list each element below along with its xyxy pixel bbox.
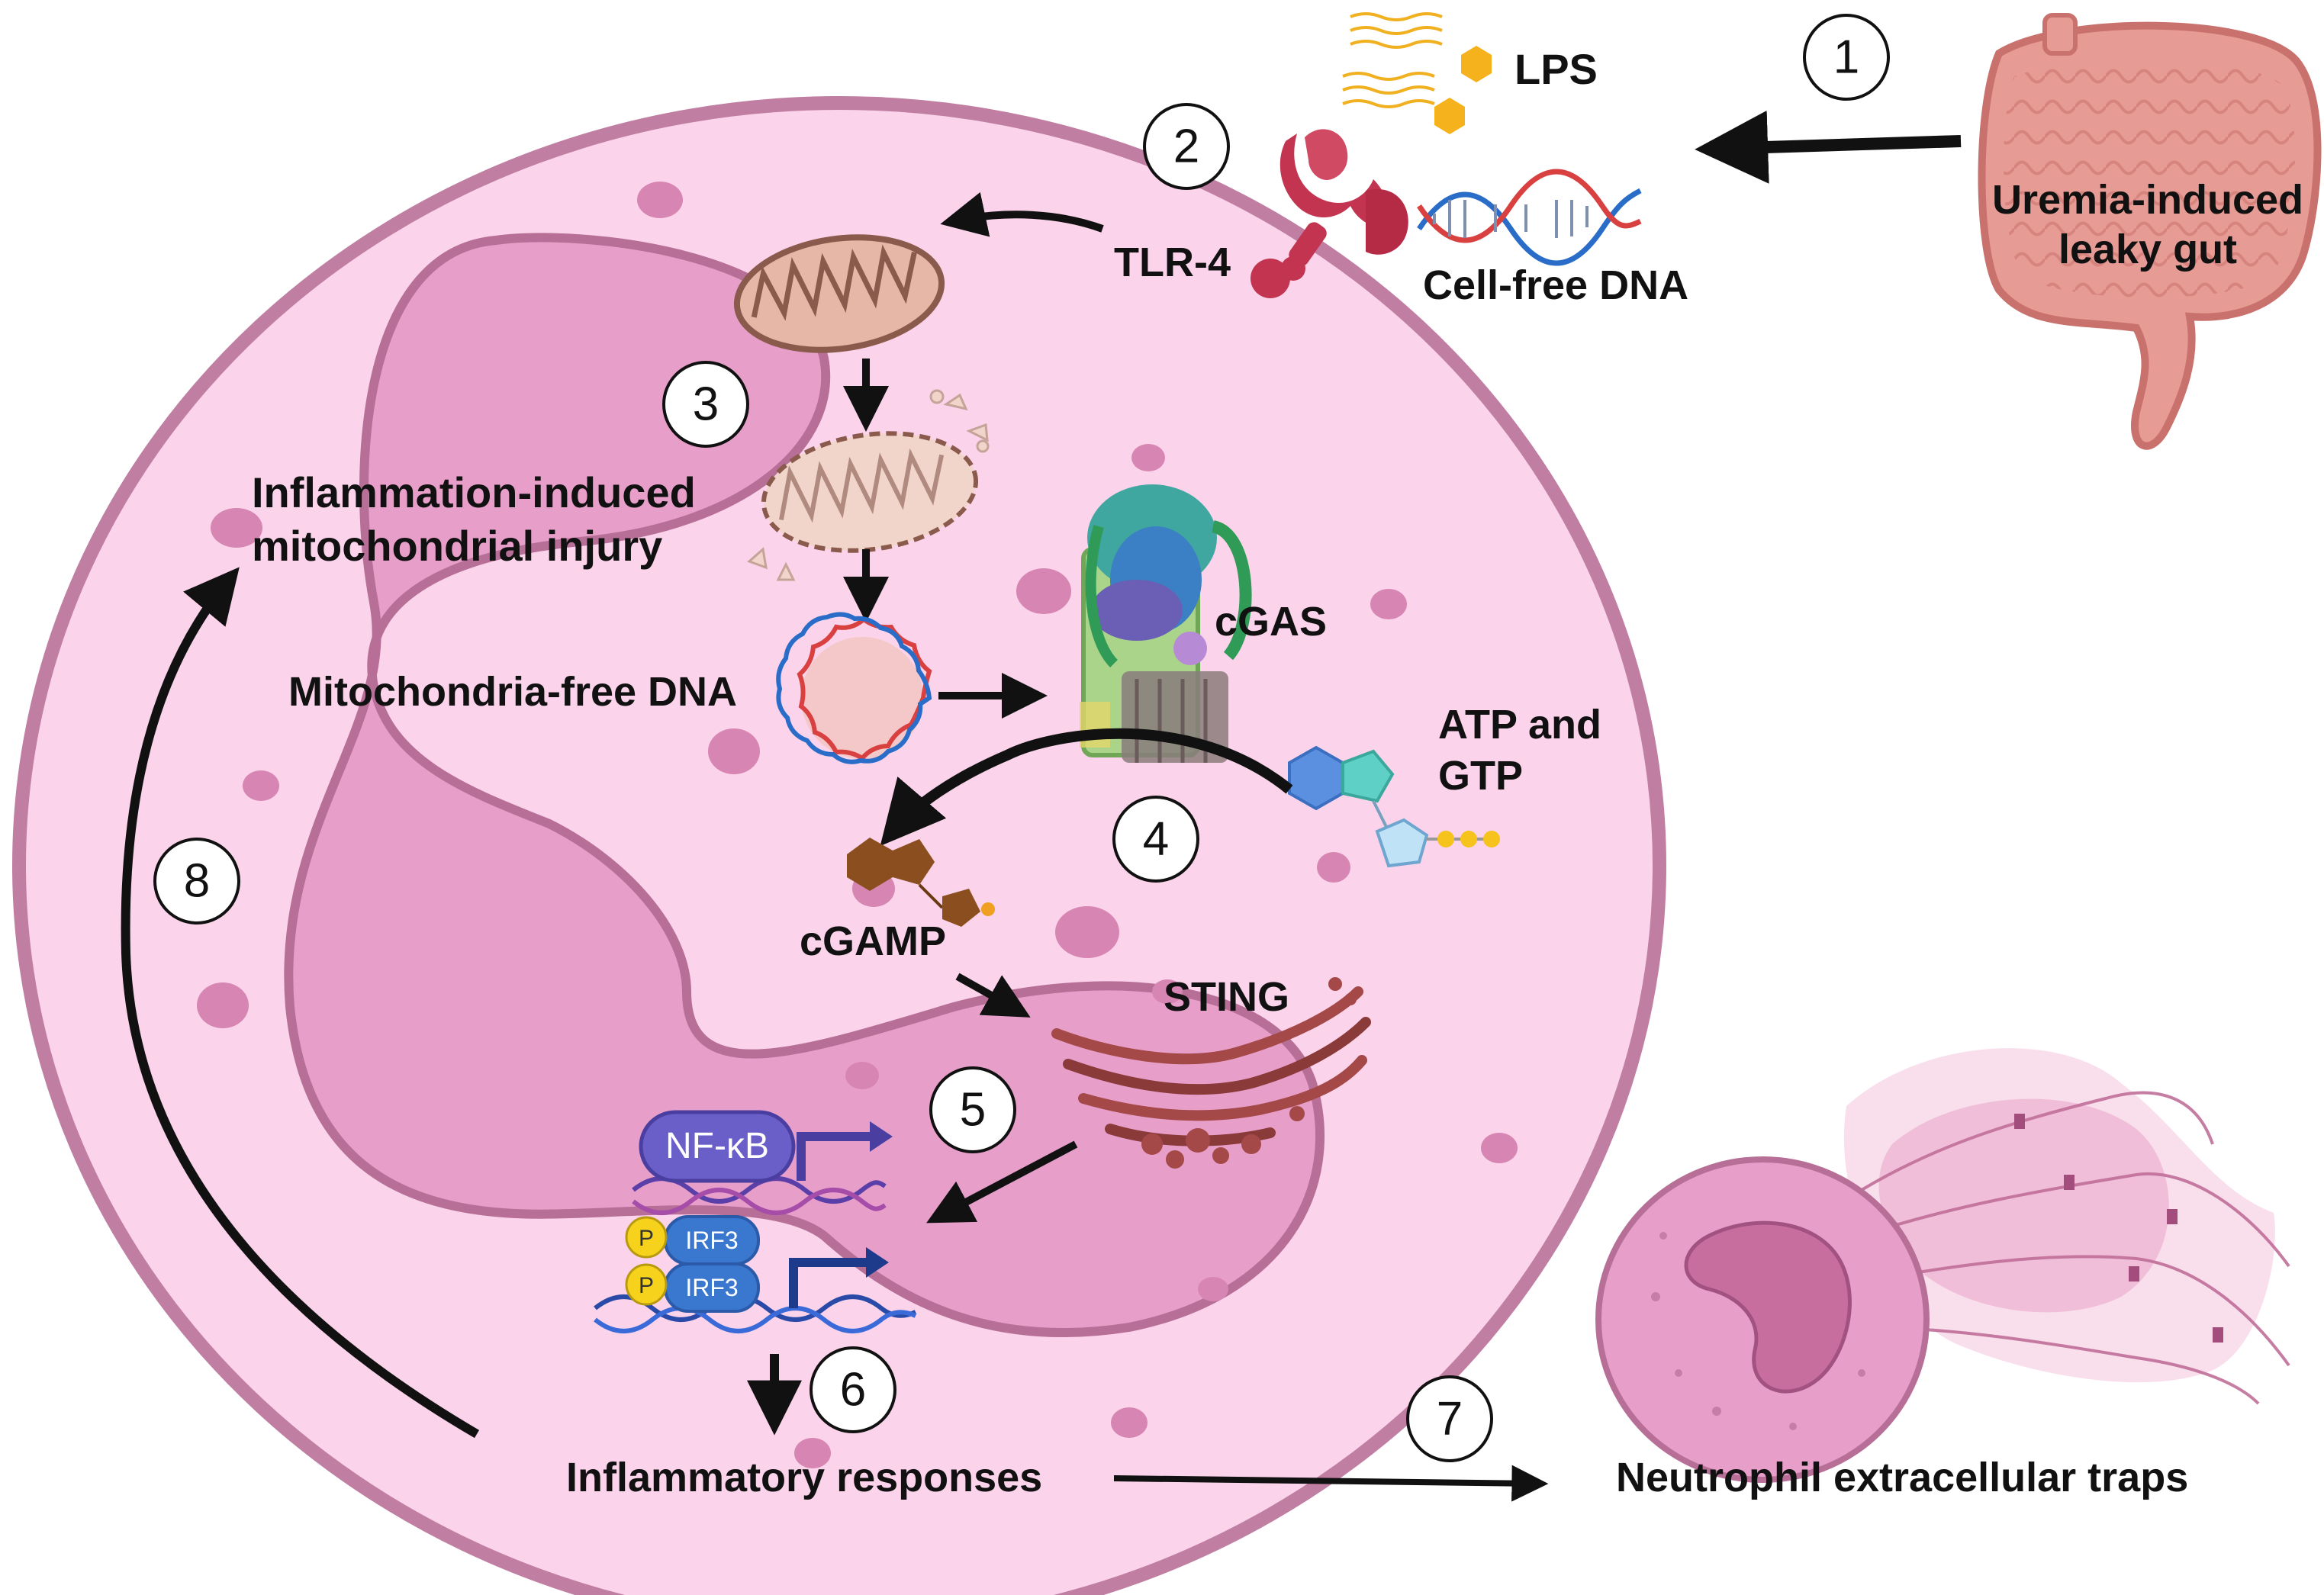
irf3-arrowhead [866, 1247, 889, 1278]
arrow-to-nets [1113, 1465, 1549, 1502]
atp-gtp-label: ATP and [1438, 702, 1601, 748]
step-marker-2: 2 [1143, 103, 1230, 190]
svg-text:2: 2 [1173, 121, 1199, 173]
mitochondrion-healthy-icon [733, 234, 945, 353]
step-marker-3: 3 [662, 361, 749, 448]
lps-label: LPS [1514, 45, 1598, 93]
irf3-label-upper: IRF3 [685, 1227, 738, 1254]
arrow-gut-to-cell [1695, 110, 1962, 184]
cell-free-dna-label: Cell-free DNA [1423, 262, 1688, 308]
arrow-atp-to-cgamp [880, 728, 1293, 847]
atp-gtp-molecule-icon [1288, 745, 1500, 868]
phosphate-lower [625, 1263, 668, 1306]
phosphate-upper-label: P [639, 1226, 654, 1251]
cgamp-molecule-icon [847, 838, 995, 927]
nucleus [284, 233, 1325, 1337]
step-marker-7: 7 [1406, 1375, 1493, 1462]
mito-free-dna-label: Mitochondria-free DNA [288, 669, 737, 715]
cgas-complex-icon [1080, 484, 1252, 763]
sting-vesicles [1141, 977, 1357, 1169]
arrow-cgamp-to-sting [955, 973, 1031, 1018]
lps-molecule-icon [1342, 12, 1492, 134]
mitochondrion-damaged-icon [747, 389, 990, 581]
leaky-gut-label: Uremia-induced [1992, 177, 2303, 223]
nets-label: Neutrophil extracellular traps [1616, 1455, 2188, 1500]
arrow-sting-to-transcription [926, 1140, 1078, 1224]
svg-text:4: 4 [1143, 813, 1169, 866]
cgas-label: cGAS [1215, 599, 1327, 645]
svg-text:6: 6 [840, 1364, 866, 1417]
svg-text:3: 3 [693, 378, 719, 431]
cell-free-dna-icon [1417, 169, 1642, 266]
neutrophil-net-illustration [1595, 1048, 2290, 1483]
cgamp-label: cGAMP [800, 918, 946, 964]
leaky-gut-illustration [1978, 13, 2322, 450]
irf3-transcription-arrow [789, 1258, 866, 1308]
irf3-label-lower: IRF3 [685, 1274, 738, 1301]
arrow-tlr4-to-mitochondria [940, 191, 1104, 237]
svg-text:1: 1 [1833, 31, 1859, 84]
mitochondrial-dna-icon [776, 612, 932, 764]
nfkb-protein [639, 1110, 796, 1183]
phosphate-upper [625, 1216, 668, 1259]
tlr4-receptor-icon [1251, 129, 1408, 298]
cytoplasm-granules [197, 182, 1518, 1468]
sting-label: STING [1164, 974, 1289, 1020]
atp-gtp-label-line2: GTP [1438, 753, 1523, 799]
svg-text:8: 8 [184, 855, 210, 908]
svg-text:5: 5 [960, 1084, 986, 1137]
nfkb-transcription-arrow [797, 1132, 870, 1181]
mito-injury-label: Inflammation-induced [252, 468, 696, 516]
step-marker-4: 4 [1112, 796, 1199, 883]
step-marker-6: 6 [810, 1346, 896, 1433]
arrow-feedback-loop [121, 567, 480, 1439]
mito-injury-label-line2: mitochondrial injury [252, 522, 662, 570]
step-marker-5: 5 [929, 1066, 1016, 1153]
inflammatory-responses-label: Inflammatory responses [566, 1455, 1042, 1500]
step-marker-8: 8 [153, 838, 240, 925]
tlr4-label: TLR-4 [1114, 240, 1231, 285]
phosphate-lower-label: P [639, 1273, 654, 1298]
leaky-gut-label-line2: leaky gut [2058, 227, 2237, 272]
step-marker-1: 1 [1803, 14, 1890, 101]
dna-strand-lower [594, 1294, 917, 1333]
nfkb-arrowhead [870, 1121, 893, 1152]
nfkb-label: NF-κB [665, 1126, 769, 1166]
svg-text:7: 7 [1437, 1393, 1463, 1445]
